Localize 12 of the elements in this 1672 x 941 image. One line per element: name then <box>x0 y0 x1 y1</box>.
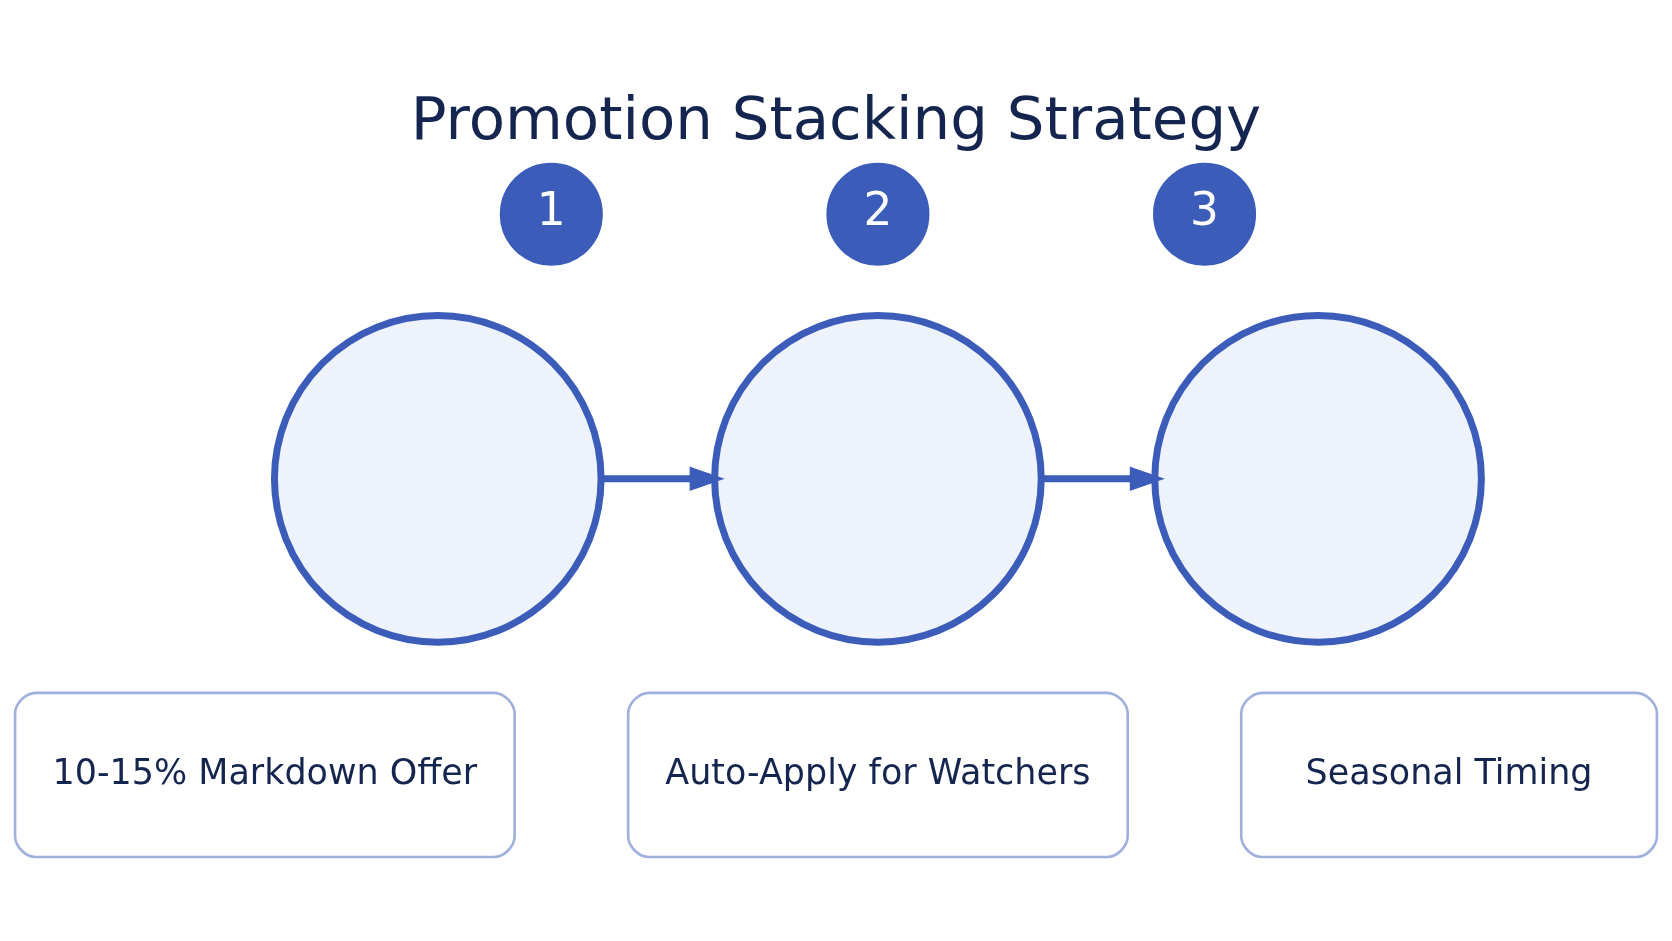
node-circle <box>711 311 1045 646</box>
node-box: Auto-Apply for Watchers <box>626 691 1129 858</box>
node-circle: 3 <box>1153 162 1257 266</box>
diagram-title: Promotion Stacking Strategy <box>410 83 1262 153</box>
arrow <box>1041 466 1165 491</box>
node-box: 10-15% Markdown Offer <box>13 691 516 858</box>
node-box: Seasonal Timing <box>1239 691 1659 858</box>
node-circle <box>270 311 605 646</box>
node-circle <box>1151 311 1485 646</box>
node-circle: 1 <box>499 162 603 266</box>
node-circle: 2 <box>826 162 930 266</box>
arrow <box>601 466 725 491</box>
